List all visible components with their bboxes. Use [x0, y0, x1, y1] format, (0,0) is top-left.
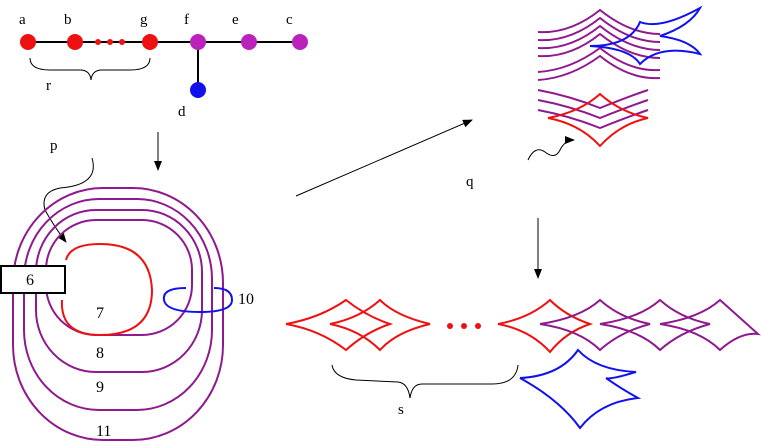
ellipsis-dot: [107, 39, 113, 45]
inner-purple: [45, 219, 193, 336]
node-c: [292, 34, 308, 50]
blue-front: [589, 5, 703, 66]
ellipsis-dot: [95, 39, 101, 45]
purple-strand: [537, 54, 661, 81]
label-s: s: [398, 402, 404, 418]
red-front-2: [329, 298, 431, 352]
ellipsis-dot: [447, 323, 453, 329]
outer-curve-11: [12, 187, 224, 441]
label-p: p: [50, 138, 58, 154]
ellipsis-dot: [119, 39, 125, 45]
brace-r: [29, 57, 151, 81]
ellipsis-dot: [475, 323, 481, 329]
region-label-10: 10: [238, 291, 254, 308]
dynkin-graph: a b g f e c d r: [19, 12, 308, 120]
node-label-g: g: [140, 12, 148, 28]
purple-front-2: [599, 298, 711, 352]
purple-front-3: [659, 298, 761, 352]
ellipsis-dot: [461, 323, 467, 329]
red-front-3: [497, 298, 594, 354]
squiggle-arrow-q: [527, 136, 575, 161]
node-a: [20, 34, 36, 50]
node-label-f: f: [184, 12, 189, 28]
blue-front-bottom: [519, 348, 642, 430]
red-curve-7: [60, 242, 154, 337]
node-label-e: e: [232, 12, 239, 28]
purple-strand: [537, 32, 661, 59]
region-label-9: 9: [96, 379, 104, 396]
node-g: [142, 34, 158, 50]
blue-handle-10: [162, 287, 234, 314]
region-label-7: 7: [96, 305, 104, 322]
node-b: [67, 34, 83, 50]
purple-strand: [537, 46, 661, 73]
front-stack: [537, 5, 703, 148]
purple-strand: [537, 16, 661, 43]
region-label-8: 8: [96, 345, 104, 362]
node-f: [190, 34, 206, 50]
front-chain: [285, 298, 761, 430]
curve-9: [23, 198, 213, 411]
purple-strand: [537, 8, 661, 35]
arrow-diagonal: [295, 119, 473, 197]
box-6: [0, 265, 66, 294]
node-label-a: a: [19, 12, 26, 28]
node-label-d: d: [178, 104, 186, 120]
red-front: [547, 92, 649, 148]
nested-surface: [12, 187, 234, 441]
node-d: [190, 82, 206, 98]
purple-strand: [537, 89, 649, 110]
node-e: [241, 34, 257, 50]
node-label-b: b: [64, 12, 72, 28]
purple-strand: [537, 99, 649, 120]
brace-s: [331, 364, 519, 399]
node-label-c: c: [286, 12, 293, 28]
purple-front-1: [539, 298, 651, 352]
box-label-6: 6: [26, 272, 34, 289]
label-q: q: [466, 174, 474, 190]
brace-label-r: r: [46, 78, 51, 94]
purple-strand: [537, 24, 661, 51]
region-label-11: 11: [96, 423, 111, 440]
red-front-1: [285, 298, 394, 352]
